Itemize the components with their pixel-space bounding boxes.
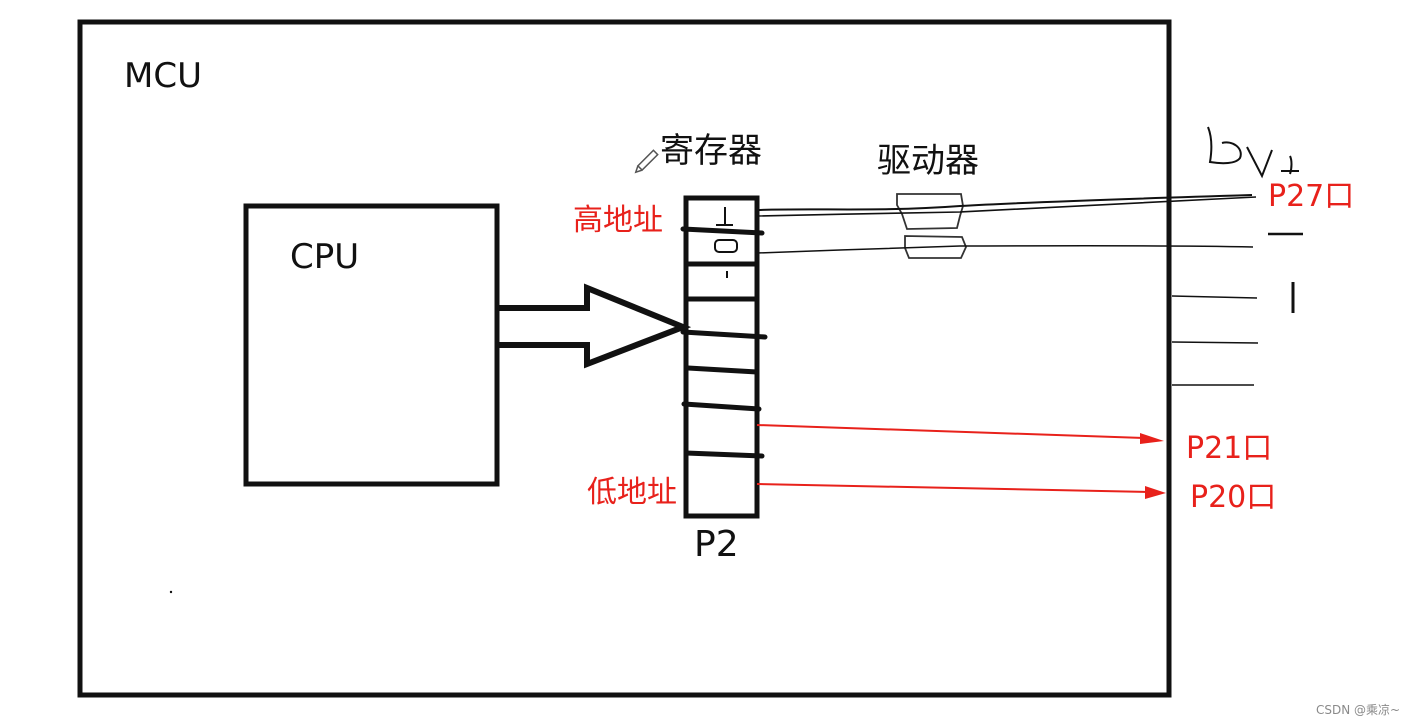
register-box — [683, 195, 760, 519]
cell-mark — [714, 239, 738, 253]
bus-arrow — [497, 283, 692, 369]
cpu-label: CPU — [290, 237, 359, 277]
handwritten-5v — [1207, 126, 1299, 179]
high-address-label: 高地址 — [573, 203, 663, 238]
output-line-p27b — [756, 196, 1257, 217]
mcu-label: MCU — [124, 56, 202, 96]
watermark: CSDN @乘凉~ — [1316, 702, 1400, 717]
register-label: 寄存器 — [660, 131, 762, 171]
pin-label-p20: P20口 — [1190, 480, 1276, 515]
output-line-p26 — [756, 245, 1254, 254]
mcu-box — [77, 19, 1172, 698]
arrow-p20 — [756, 483, 1166, 499]
driver-label: 驱动器 — [877, 141, 979, 181]
output-line-p27 — [756, 194, 1253, 211]
arrow-p21 — [756, 424, 1164, 444]
register-cell-dividers — [680, 226, 768, 459]
low-address-label: 低地址 — [587, 475, 677, 510]
stray-dot — [169, 590, 173, 594]
pin-stubs — [1171, 295, 1259, 386]
cpu-box — [243, 203, 500, 487]
pin-label-p21: P21口 — [1186, 431, 1272, 466]
pin-label-p27: P27口 — [1268, 179, 1354, 214]
pencil-icon — [634, 149, 659, 174]
register-name: P2 — [694, 524, 739, 565]
